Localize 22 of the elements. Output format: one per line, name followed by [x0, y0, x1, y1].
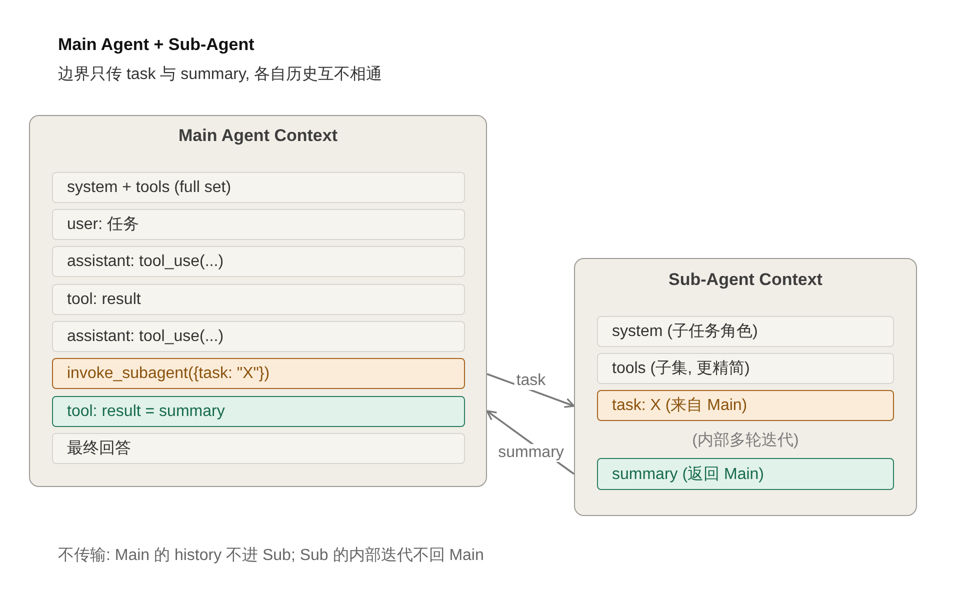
message-row: summary (返回 Main)	[597, 458, 894, 490]
message-row: 最终回答	[52, 433, 465, 464]
context-panel	[574, 258, 917, 516]
message-row: task: X (来自 Main)	[597, 390, 894, 421]
message-row: assistant: tool_use(...)	[52, 321, 465, 352]
subtitle: 边界只传 task 与 summary, 各自历史互不相通	[58, 65, 382, 85]
panel-heading: Sub-Agent Context	[668, 269, 824, 291]
context-panel	[29, 115, 487, 487]
edge-label: task	[514, 372, 548, 390]
diagram-title: Main Agent + Sub-Agent	[58, 35, 254, 55]
footnote-text: 不传输: Main 的 history 不进 Sub; Sub 的内部迭代不回 Main	[58, 546, 484, 566]
message-row: tools (子集, 更精简)	[597, 353, 894, 384]
message-row: system (子任务角色)	[597, 316, 894, 347]
panel-heading: Main Agent Context	[178, 125, 338, 147]
message-row: system + tools (full set)	[52, 172, 465, 203]
message-row: tool: result = summary	[52, 396, 465, 427]
message-row: tool: result	[52, 284, 465, 315]
note-text: (内部多轮迭代)	[691, 430, 800, 451]
message-row: user: 任务	[52, 209, 465, 240]
message-row: assistant: tool_use(...)	[52, 246, 465, 277]
message-row: invoke_subagent({task: "X"})	[52, 358, 465, 389]
edge-label: summary	[496, 444, 566, 462]
